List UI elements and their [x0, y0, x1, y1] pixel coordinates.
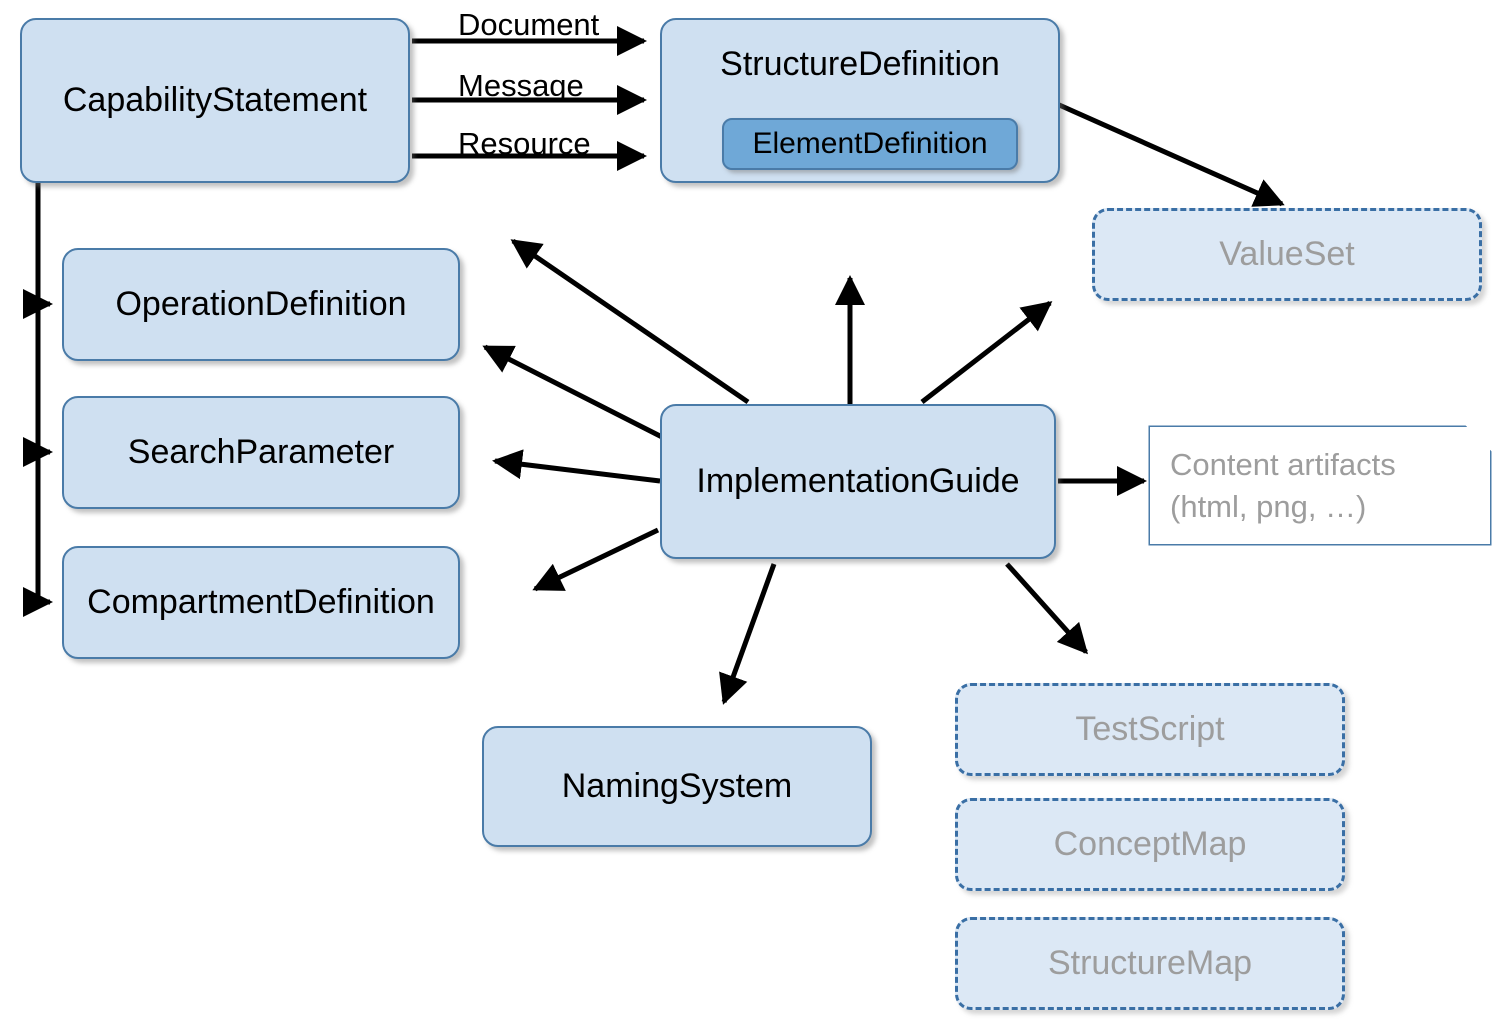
- node-concept-map[interactable]: ConceptMap: [955, 798, 1345, 891]
- node-label-naming-system: NamingSystem: [561, 767, 793, 806]
- content-artifacts-line-2: (html, png, …): [1170, 488, 1367, 524]
- edge-ig-to-namingsystem: [719, 563, 777, 705]
- node-content-artifacts[interactable]: Content artifacts (html, png, …): [1150, 427, 1490, 544]
- node-test-script[interactable]: TestScript: [955, 683, 1345, 776]
- edge-capability-to-compartmentdefinition: [23, 458, 53, 617]
- node-element-definition[interactable]: ElementDefinition: [722, 118, 1018, 170]
- edge-capability-to-operationdefinition: [23, 183, 53, 319]
- node-label-value-set: ValueSet: [1219, 235, 1355, 274]
- node-label-structure-definition: StructureDefinition: [720, 45, 1000, 83]
- node-label-structure-map: StructureMap: [1047, 944, 1253, 983]
- node-label-test-script: TestScript: [1075, 710, 1225, 749]
- node-operation-definition[interactable]: OperationDefinition: [62, 248, 460, 361]
- node-implementation-guide[interactable]: ImplementationGuide: [660, 404, 1056, 559]
- edge-ig-to-testscript: [1005, 562, 1089, 655]
- node-label-compartment-definition: CompartmentDefinition: [87, 583, 435, 622]
- content-artifacts-line-1: Content artifacts: [1170, 446, 1396, 482]
- edge-ig-to-structuredefinition: [510, 238, 750, 405]
- node-label-search-parameter: SearchParameter: [127, 433, 395, 472]
- node-label-concept-map: ConceptMap: [1053, 825, 1247, 864]
- edge-label-document: Document: [458, 7, 600, 42]
- node-label-capability-statement: CapabilityStatement: [62, 81, 368, 120]
- edge-label-message: Message: [458, 68, 584, 103]
- node-naming-system[interactable]: NamingSystem: [482, 726, 872, 847]
- edge-label-resource: Resource: [458, 126, 591, 161]
- node-label-element-definition: ElementDefinition: [752, 127, 988, 161]
- edge-ig-to-compartmentdefinition: [532, 527, 660, 592]
- edge-structuredefinition-to-valueset: [1046, 97, 1285, 207]
- edge-ig-to-valueset-upright: [920, 301, 1053, 404]
- edge-ig-to-searchparameter: [492, 449, 661, 484]
- node-label-content-artifacts: Content artifacts (html, png, …): [1150, 444, 1396, 528]
- edge-capability-to-searchparameter: [23, 310, 53, 467]
- node-label-implementation-guide: ImplementationGuide: [696, 462, 1020, 501]
- node-compartment-definition[interactable]: CompartmentDefinition: [62, 546, 460, 659]
- edge-ig-to-operationdefinition: [482, 344, 664, 440]
- node-capability-statement[interactable]: CapabilityStatement: [20, 18, 410, 183]
- node-value-set[interactable]: ValueSet: [1092, 208, 1482, 301]
- node-label-operation-definition: OperationDefinition: [115, 285, 407, 324]
- node-search-parameter[interactable]: SearchParameter: [62, 396, 460, 509]
- node-structure-map[interactable]: StructureMap: [955, 917, 1345, 1010]
